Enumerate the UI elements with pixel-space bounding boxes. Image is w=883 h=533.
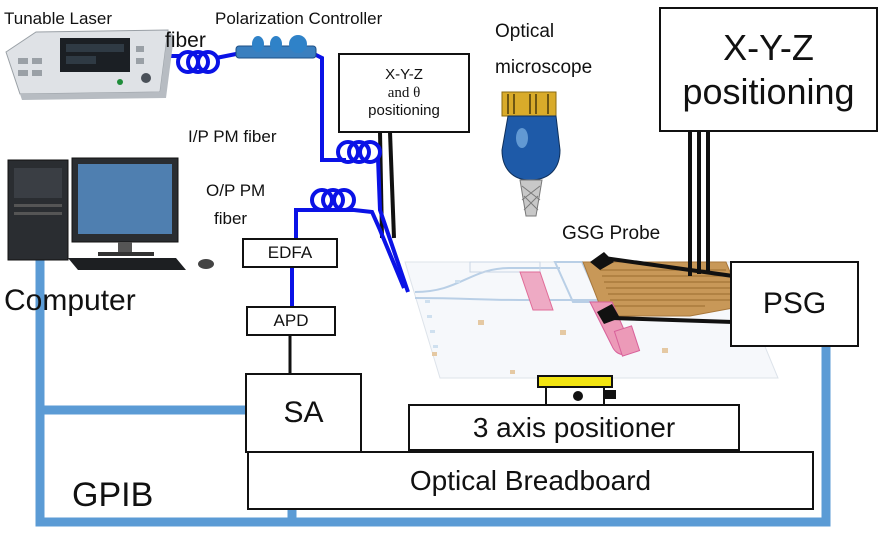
optical-breadboard-box: Optical Breadboard: [247, 451, 814, 510]
xyz-theta-line1: X-Y-Z: [385, 66, 423, 84]
op-pm-fiber-label-line1: O/P PM: [206, 182, 265, 199]
apd-box: APD: [246, 306, 336, 336]
sa-box: SA: [245, 373, 362, 453]
stage-icon: [538, 376, 616, 405]
gpib-label: GPIB: [72, 478, 153, 512]
xyz-positioning-box: X-Y-Z positioning: [659, 7, 878, 132]
three-axis-positioner-box: 3 axis positioner: [408, 404, 740, 451]
xyz-theta-line2: and θ: [388, 84, 421, 102]
computer-icon: [8, 158, 214, 270]
gsg-probe-label: GSG Probe: [562, 224, 660, 243]
tunable-laser-icon: [6, 30, 174, 100]
op-pm-fiber-label-line2: fiber: [214, 210, 247, 227]
edfa-box: EDFA: [242, 238, 338, 268]
polarization-controller-label: Polarization Controller: [215, 10, 382, 27]
xyz-positioning-line2: positioning: [682, 70, 854, 113]
optical-microscope-label-line2: microscope: [495, 58, 592, 77]
optical-microscope-icon: [502, 92, 560, 216]
fiber-label: fiber: [165, 30, 206, 51]
ip-pm-fiber-label: I/P PM fiber: [188, 128, 277, 145]
xyz-theta-line3: positioning: [368, 102, 440, 120]
polarization-paddles-icon: [236, 35, 316, 58]
xyz-positioning-line1: X-Y-Z: [723, 26, 814, 69]
computer-label: Computer: [4, 286, 136, 316]
tunable-laser-label: Tunable Laser: [4, 10, 112, 27]
psg-box: PSG: [730, 261, 859, 347]
xyz-theta-positioning-box: X-Y-Z and θ positioning: [338, 53, 470, 133]
optical-microscope-label-line1: Optical: [495, 22, 554, 41]
